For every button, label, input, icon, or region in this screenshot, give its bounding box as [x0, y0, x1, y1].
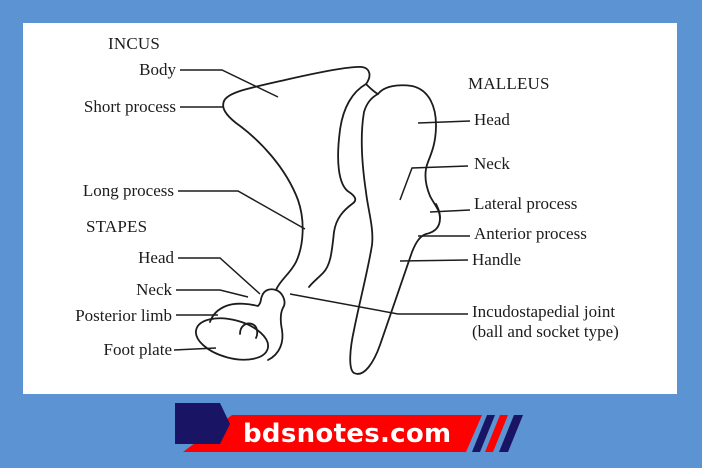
leader-incus-body	[180, 69, 279, 98]
stapes-posterior-limb-label: Posterior limb	[75, 306, 172, 325]
leader-malleus-lateral-process	[429, 209, 471, 213]
malleus-heading: MALLEUS	[468, 74, 550, 93]
leader-stapes-neck	[176, 289, 249, 298]
leader-stapes-foot-plate	[173, 347, 217, 351]
incus-body-label: Body	[139, 60, 176, 79]
stapes-foot-plate-label: Foot plate	[103, 340, 172, 359]
stapes-head	[209, 288, 277, 323]
stapes-head-label: Head	[138, 248, 174, 267]
incus-body-lobe	[365, 83, 379, 95]
malleus-head-label: Head	[474, 110, 510, 129]
malleus-anterior-process-label: Anterior process	[474, 224, 587, 243]
malleus-neck-label: Neck	[474, 154, 510, 173]
leader-malleus-handle	[399, 259, 469, 262]
joint-type-label: (ball and socket type)	[472, 322, 619, 341]
incus-body-outline	[223, 66, 371, 288]
malleus-handle-label: Handle	[472, 250, 522, 269]
incudostapedial-joint-label: Incudostapedial joint	[472, 302, 616, 321]
malleus-outline	[349, 84, 441, 375]
logo-red-banner	[183, 415, 482, 452]
stapes-arch	[239, 322, 259, 339]
leader-incus-long-process	[178, 190, 306, 230]
logo-navy-pentagon	[175, 403, 230, 444]
stapes-foot-plate	[195, 317, 269, 361]
stapes-neck-label: Neck	[136, 280, 172, 299]
incus-long-process-outline	[222, 100, 304, 291]
incus-short-process-label: Short process	[83, 97, 176, 116]
leader-stapes-head	[178, 257, 261, 295]
leader-malleus-neck	[399, 165, 469, 201]
stapes-heading: STAPES	[86, 217, 148, 236]
malleus-lateral-bump	[435, 203, 441, 219]
stripes-icon	[472, 415, 523, 452]
leader-incudostapedial-joint	[289, 293, 468, 315]
brand-text[interactable]: bdsnotes.com	[243, 419, 452, 449]
incus-long-process-label: Long process	[82, 181, 174, 200]
leader-malleus-head	[417, 120, 471, 124]
incus-heading: INCUS	[108, 34, 161, 53]
stapes-anterior-limb	[267, 289, 286, 361]
diagram-panel	[23, 23, 677, 394]
malleus-lateral-process-label: Lateral process	[474, 194, 578, 213]
